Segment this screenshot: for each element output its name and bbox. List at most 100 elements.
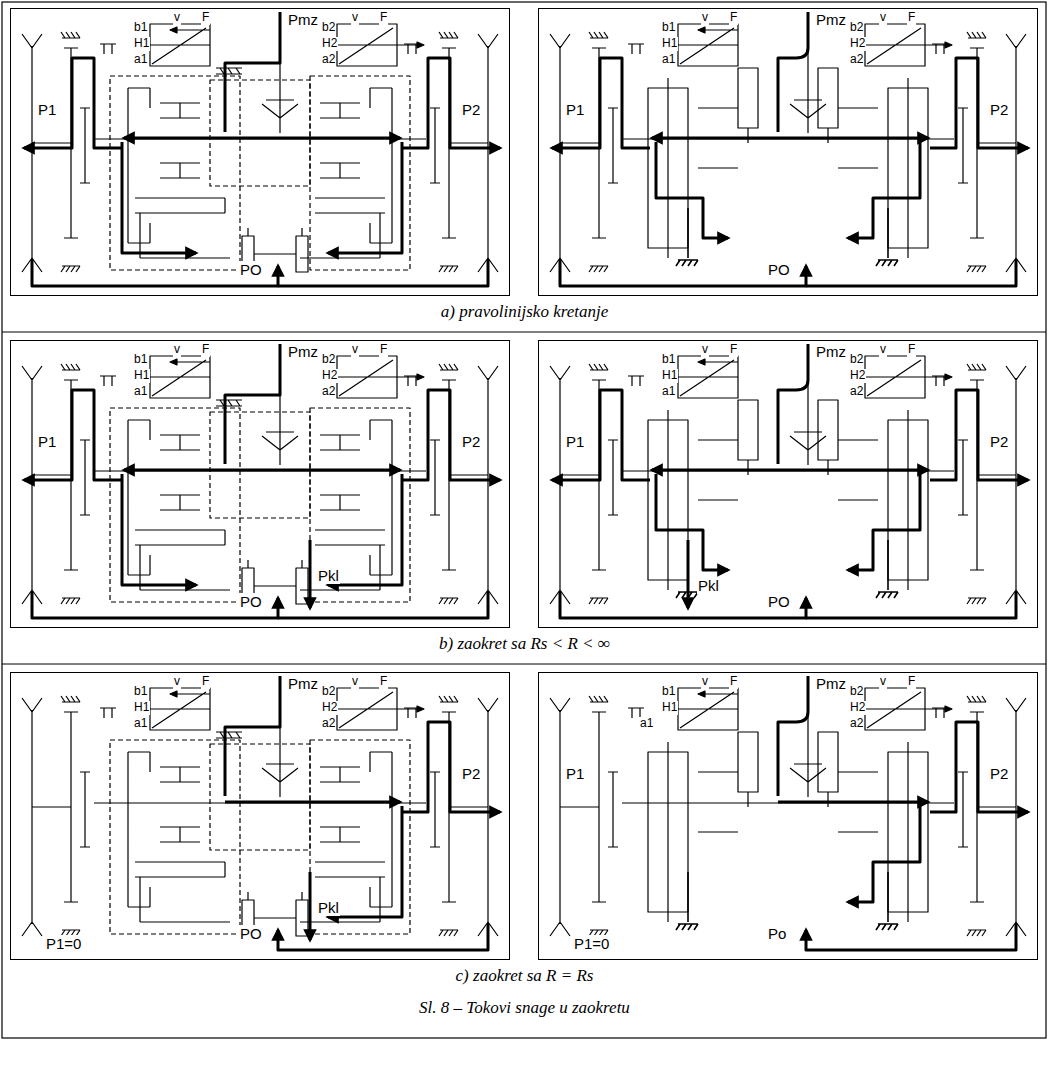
scheme-panel: b1vFH1a1Pmzb2vFH2a2P1P2PklPO bbox=[538, 340, 1038, 628]
power-label: PO bbox=[239, 261, 263, 278]
symbol-label: H1 bbox=[661, 369, 678, 383]
power-label: P1 bbox=[565, 433, 585, 450]
symbol-label: H2 bbox=[849, 369, 866, 383]
symbol-label: v bbox=[701, 11, 709, 25]
symbol-label: F bbox=[379, 11, 388, 25]
scheme-panel: b1vFH1a1Pmzb2vFH2a2P1P2PO bbox=[538, 8, 1038, 296]
figure-caption: Sl. 8 – Tokovi snage u zaokretu bbox=[416, 998, 633, 1017]
symbol-label: a1 bbox=[661, 53, 676, 67]
symbol-label: H1 bbox=[661, 701, 678, 715]
symbol-label: v bbox=[879, 675, 887, 689]
symbol-label: a2 bbox=[321, 53, 336, 67]
power-label: Pmz bbox=[287, 11, 319, 28]
power-flow-panel bbox=[22, 12, 500, 286]
symbol-label: v bbox=[173, 675, 181, 689]
power-label: P2 bbox=[989, 433, 1009, 450]
power-flow-panel bbox=[550, 12, 1028, 286]
power-label: P2 bbox=[461, 765, 481, 782]
symbol-label: v bbox=[173, 343, 181, 357]
power-label: Pmz bbox=[287, 675, 319, 692]
symbol-label: b1 bbox=[661, 353, 676, 367]
figure-caption-row: Sl. 8 – Tokovi snage u zaokretu bbox=[0, 998, 1049, 1018]
subfigure-caption: b) zaokret sa Rs < R < ∞ bbox=[436, 634, 613, 653]
scheme-panel: b1vFH1a1Pmzb2vFH2a2P1P2PO bbox=[10, 8, 510, 296]
symbol-label: b2 bbox=[321, 353, 336, 367]
symbol-label: a2 bbox=[849, 385, 864, 399]
symbol-label: H2 bbox=[321, 37, 338, 51]
symbol-label: a2 bbox=[321, 385, 336, 399]
symbol-label: H1 bbox=[133, 37, 150, 51]
subfigure-caption-row: a) pravolinijsko kretanje bbox=[0, 302, 1049, 322]
symbol-label: H2 bbox=[849, 701, 866, 715]
symbol-label: H1 bbox=[133, 701, 150, 715]
symbol-label: H2 bbox=[321, 369, 338, 383]
symbol-label: v bbox=[351, 11, 359, 25]
symbol-label: v bbox=[173, 11, 181, 25]
symbol-label: a2 bbox=[849, 717, 864, 731]
figure-frame bbox=[2, 2, 1046, 1038]
scheme-panel: b1 v F H1 a1 Pmzb2 v F H2 a2P1 P2PklPO bbox=[10, 340, 510, 628]
power-label: PO bbox=[767, 593, 791, 610]
power-label: P1=0 bbox=[573, 935, 610, 952]
symbol-label: a2 bbox=[849, 53, 864, 67]
symbol-label: v bbox=[701, 675, 709, 689]
power-label: P1 bbox=[37, 101, 57, 118]
power-label: P1 bbox=[37, 433, 57, 450]
power-label: Pmz bbox=[815, 11, 847, 28]
power-label: P1=0 bbox=[45, 935, 82, 952]
symbol-label: a1 bbox=[133, 53, 148, 67]
scheme-panel: a1b1vFH1Pmzb2vFH2a2P1P2PoP1=0 bbox=[538, 672, 1038, 960]
power-label: P1 bbox=[565, 101, 585, 118]
power-label: P2 bbox=[461, 433, 481, 450]
symbol-label: b1 bbox=[133, 685, 148, 699]
symbol-label: a1 bbox=[133, 717, 148, 731]
symbol-label: a1 bbox=[661, 385, 676, 399]
row-separator bbox=[2, 332, 1046, 664]
symbol-label: a1 bbox=[639, 717, 654, 731]
symbol-label: F bbox=[201, 675, 210, 689]
power-label: PO bbox=[239, 925, 263, 942]
power-label: P2 bbox=[989, 101, 1009, 118]
power-flow-panel bbox=[22, 676, 500, 950]
symbol-label: b1 bbox=[133, 353, 148, 367]
symbol-label: F bbox=[201, 343, 210, 357]
power-label: P2 bbox=[461, 101, 481, 118]
power-label: P1 bbox=[565, 765, 585, 782]
symbol-label: b1 bbox=[661, 21, 676, 35]
symbol-label: v bbox=[351, 675, 359, 689]
symbol-label: F bbox=[201, 11, 210, 25]
symbol-label: v bbox=[351, 343, 359, 357]
symbol-label: a1 bbox=[133, 385, 148, 399]
symbol-label: b2 bbox=[321, 685, 336, 699]
power-flow-panel bbox=[22, 344, 500, 618]
symbol-label: F bbox=[907, 675, 916, 689]
symbol-label: H1 bbox=[661, 37, 678, 51]
power-label: Pkl bbox=[317, 567, 340, 584]
power-label: Pkl bbox=[697, 577, 720, 594]
power-label: Pmz bbox=[287, 343, 319, 360]
power-label: PO bbox=[767, 261, 791, 278]
symbol-label: b2 bbox=[849, 353, 864, 367]
symbol-label: F bbox=[907, 11, 916, 25]
symbol-label: v bbox=[879, 11, 887, 25]
symbol-label: v bbox=[701, 343, 709, 357]
subfigure-caption-row: b) zaokret sa Rs < R < ∞ bbox=[0, 634, 1049, 654]
power-flow-panel bbox=[550, 344, 1028, 618]
power-label: Pmz bbox=[815, 343, 847, 360]
power-label: PO bbox=[239, 593, 263, 610]
symbol-label: b2 bbox=[849, 685, 864, 699]
subfigure-caption: a) pravolinijsko kretanje bbox=[438, 302, 611, 321]
symbol-label: F bbox=[379, 343, 388, 357]
symbol-label: H1 bbox=[133, 369, 150, 383]
symbol-label: F bbox=[379, 675, 388, 689]
symbol-label: F bbox=[729, 675, 738, 689]
symbol-label: F bbox=[729, 11, 738, 25]
symbol-label: F bbox=[729, 343, 738, 357]
power-label: Pkl bbox=[317, 899, 340, 916]
symbol-label: v bbox=[879, 343, 887, 357]
symbol-label: b1 bbox=[133, 21, 148, 35]
symbol-label: b2 bbox=[849, 21, 864, 35]
power-flow-panel bbox=[550, 676, 1028, 950]
